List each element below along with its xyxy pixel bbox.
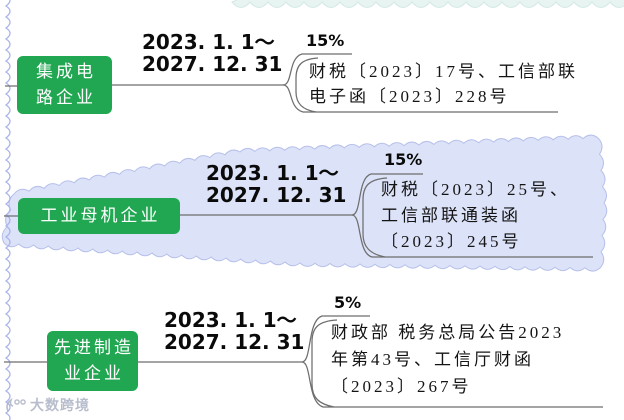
policy-basis-line: 财政部 税务总局公告2023	[331, 323, 565, 342]
period-label-row3: 2023. 1. 1～ 2027. 12. 31	[164, 309, 304, 353]
text-bracket-row1	[295, 57, 319, 113]
fork-lower-row2	[351, 214, 593, 258]
period-line: 2023. 1. 1～	[206, 161, 339, 185]
watermark-text: 大数跨境	[30, 397, 90, 413]
rate-label-row3: 5%	[334, 293, 362, 312]
period-line: 2027. 12. 31	[142, 52, 283, 76]
policy-basis-row1: 财税〔2023〕17号、工信部联 电子函〔2023〕228号	[309, 59, 578, 109]
fork-upper-row3	[301, 315, 370, 363]
period-line: 2027. 12. 31	[206, 183, 347, 207]
policy-basis-line: 年第43号、工信厅财函	[331, 350, 534, 369]
policy-basis-row3: 财政部 税务总局公告2023 年第43号、工信厅财函 〔2023〕267号	[331, 319, 564, 400]
text-bracket-row2	[362, 177, 388, 258]
left-cloud-edge	[4, 0, 11, 420]
fork-upper-row1	[282, 53, 352, 86]
watermark-logo-icon	[6, 397, 26, 411]
fork-upper-row2	[351, 173, 423, 216]
policy-basis-line: 财税〔2023〕17号、工信部联	[309, 62, 578, 81]
rate-label-row1: 15%	[306, 31, 345, 50]
entity-label-line: 业企业	[64, 364, 124, 383]
entity-node-machine-tool: 工业母机企业	[18, 198, 180, 234]
period-line: 2023. 1. 1～	[142, 30, 275, 54]
watermark: 大数跨境	[3, 395, 90, 415]
entity-label-line: 路企业	[36, 88, 96, 107]
fork-lower-row1	[282, 84, 558, 113]
text-bracket-row3	[311, 319, 338, 408]
period-label-row1: 2023. 1. 1～ 2027. 12. 31	[142, 31, 282, 75]
entity-label-line: 先进制造	[54, 338, 134, 357]
entity-label-line: 工业母机企业	[40, 206, 161, 225]
period-line: 2027. 12. 31	[164, 330, 305, 354]
policy-basis-line: 〔2023〕245号	[381, 232, 522, 251]
policy-basis-row2: 财税〔2023〕25号、 工信部联通装函 〔2023〕245号	[381, 177, 570, 255]
period-line: 2023. 1. 1～	[164, 308, 297, 332]
fork-lower-row3	[301, 361, 603, 408]
cloud-highlight-shape	[1, 134, 608, 272]
period-label-row2: 2023. 1. 1～ 2027. 12. 31	[206, 162, 346, 206]
entity-label-line: 集成电	[36, 62, 96, 81]
entity-node-advanced-manufacturing: 先进制造 业企业	[47, 331, 138, 391]
policy-basis-line: 〔2023〕267号	[331, 377, 472, 396]
policy-basis-line: 电子函〔2023〕228号	[309, 87, 510, 106]
entity-node-integrated-circuit: 集成电 路企业	[17, 56, 112, 114]
policy-basis-line: 工信部联通装函	[381, 206, 521, 225]
policy-basis-line: 财税〔2023〕25号、	[381, 180, 570, 199]
top-cloud-edge	[231, 0, 624, 8]
rate-label-row2: 15%	[384, 150, 423, 169]
